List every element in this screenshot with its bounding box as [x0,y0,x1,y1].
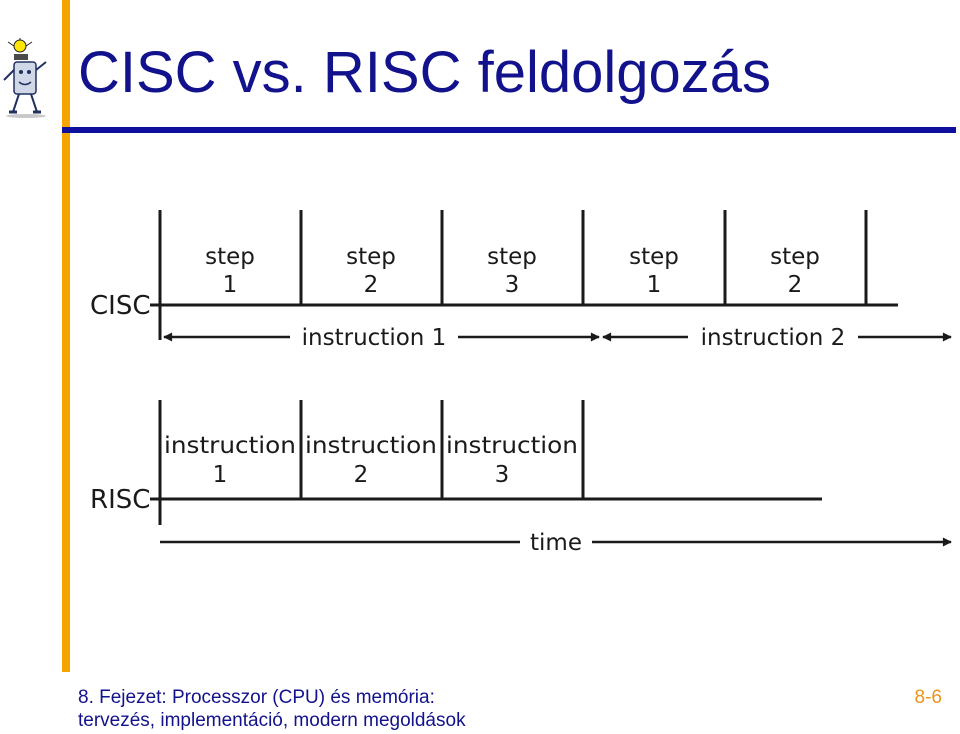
cisc-step-word: step [346,244,396,270]
risc-instruction-word: instruction [164,433,296,459]
cisc-step-word: step [487,244,537,270]
footer-line-2: tervezés, implementáció, modern megoldás… [78,710,466,731]
slide-title: CISC vs. RISC feldolgozás [78,40,772,105]
cisc-step-word: step [629,244,679,270]
cisc-step-number: 2 [788,272,803,298]
cisc-step-word: step [770,244,820,270]
cisc-label: CISC [90,291,150,321]
cisc-step-number: 1 [223,272,238,298]
cisc-step-word: step [205,244,255,270]
mascot-icon [3,38,47,118]
side-accent-bar [62,0,70,672]
cisc-instruction-1-label: instruction 1 [302,325,447,351]
risc-label: RISC [90,485,150,515]
timing-diagram: CISC step 1 step 2 step 3 step 1 step 2 … [90,210,952,556]
cisc-step-number: 1 [647,272,662,298]
risc-instruction-number: 3 [495,462,510,488]
risc-instruction-word: instruction [305,433,437,459]
cisc-step-number: 3 [505,272,520,298]
page-number: 8-6 [914,687,942,708]
risc-instruction-number: 2 [354,462,369,488]
time-label: time [530,530,582,556]
title-rule [62,127,956,133]
cisc-step-number: 2 [364,272,379,298]
risc-instruction-word: instruction [446,433,578,459]
footer-line-1: 8. Fejezet: Processzor (CPU) és memória: [78,687,435,708]
risc-instruction-number: 1 [213,462,228,488]
slide-footer: 8. Fejezet: Processzor (CPU) és memória:… [78,686,678,732]
cisc-instruction-2-label: instruction 2 [701,325,846,351]
